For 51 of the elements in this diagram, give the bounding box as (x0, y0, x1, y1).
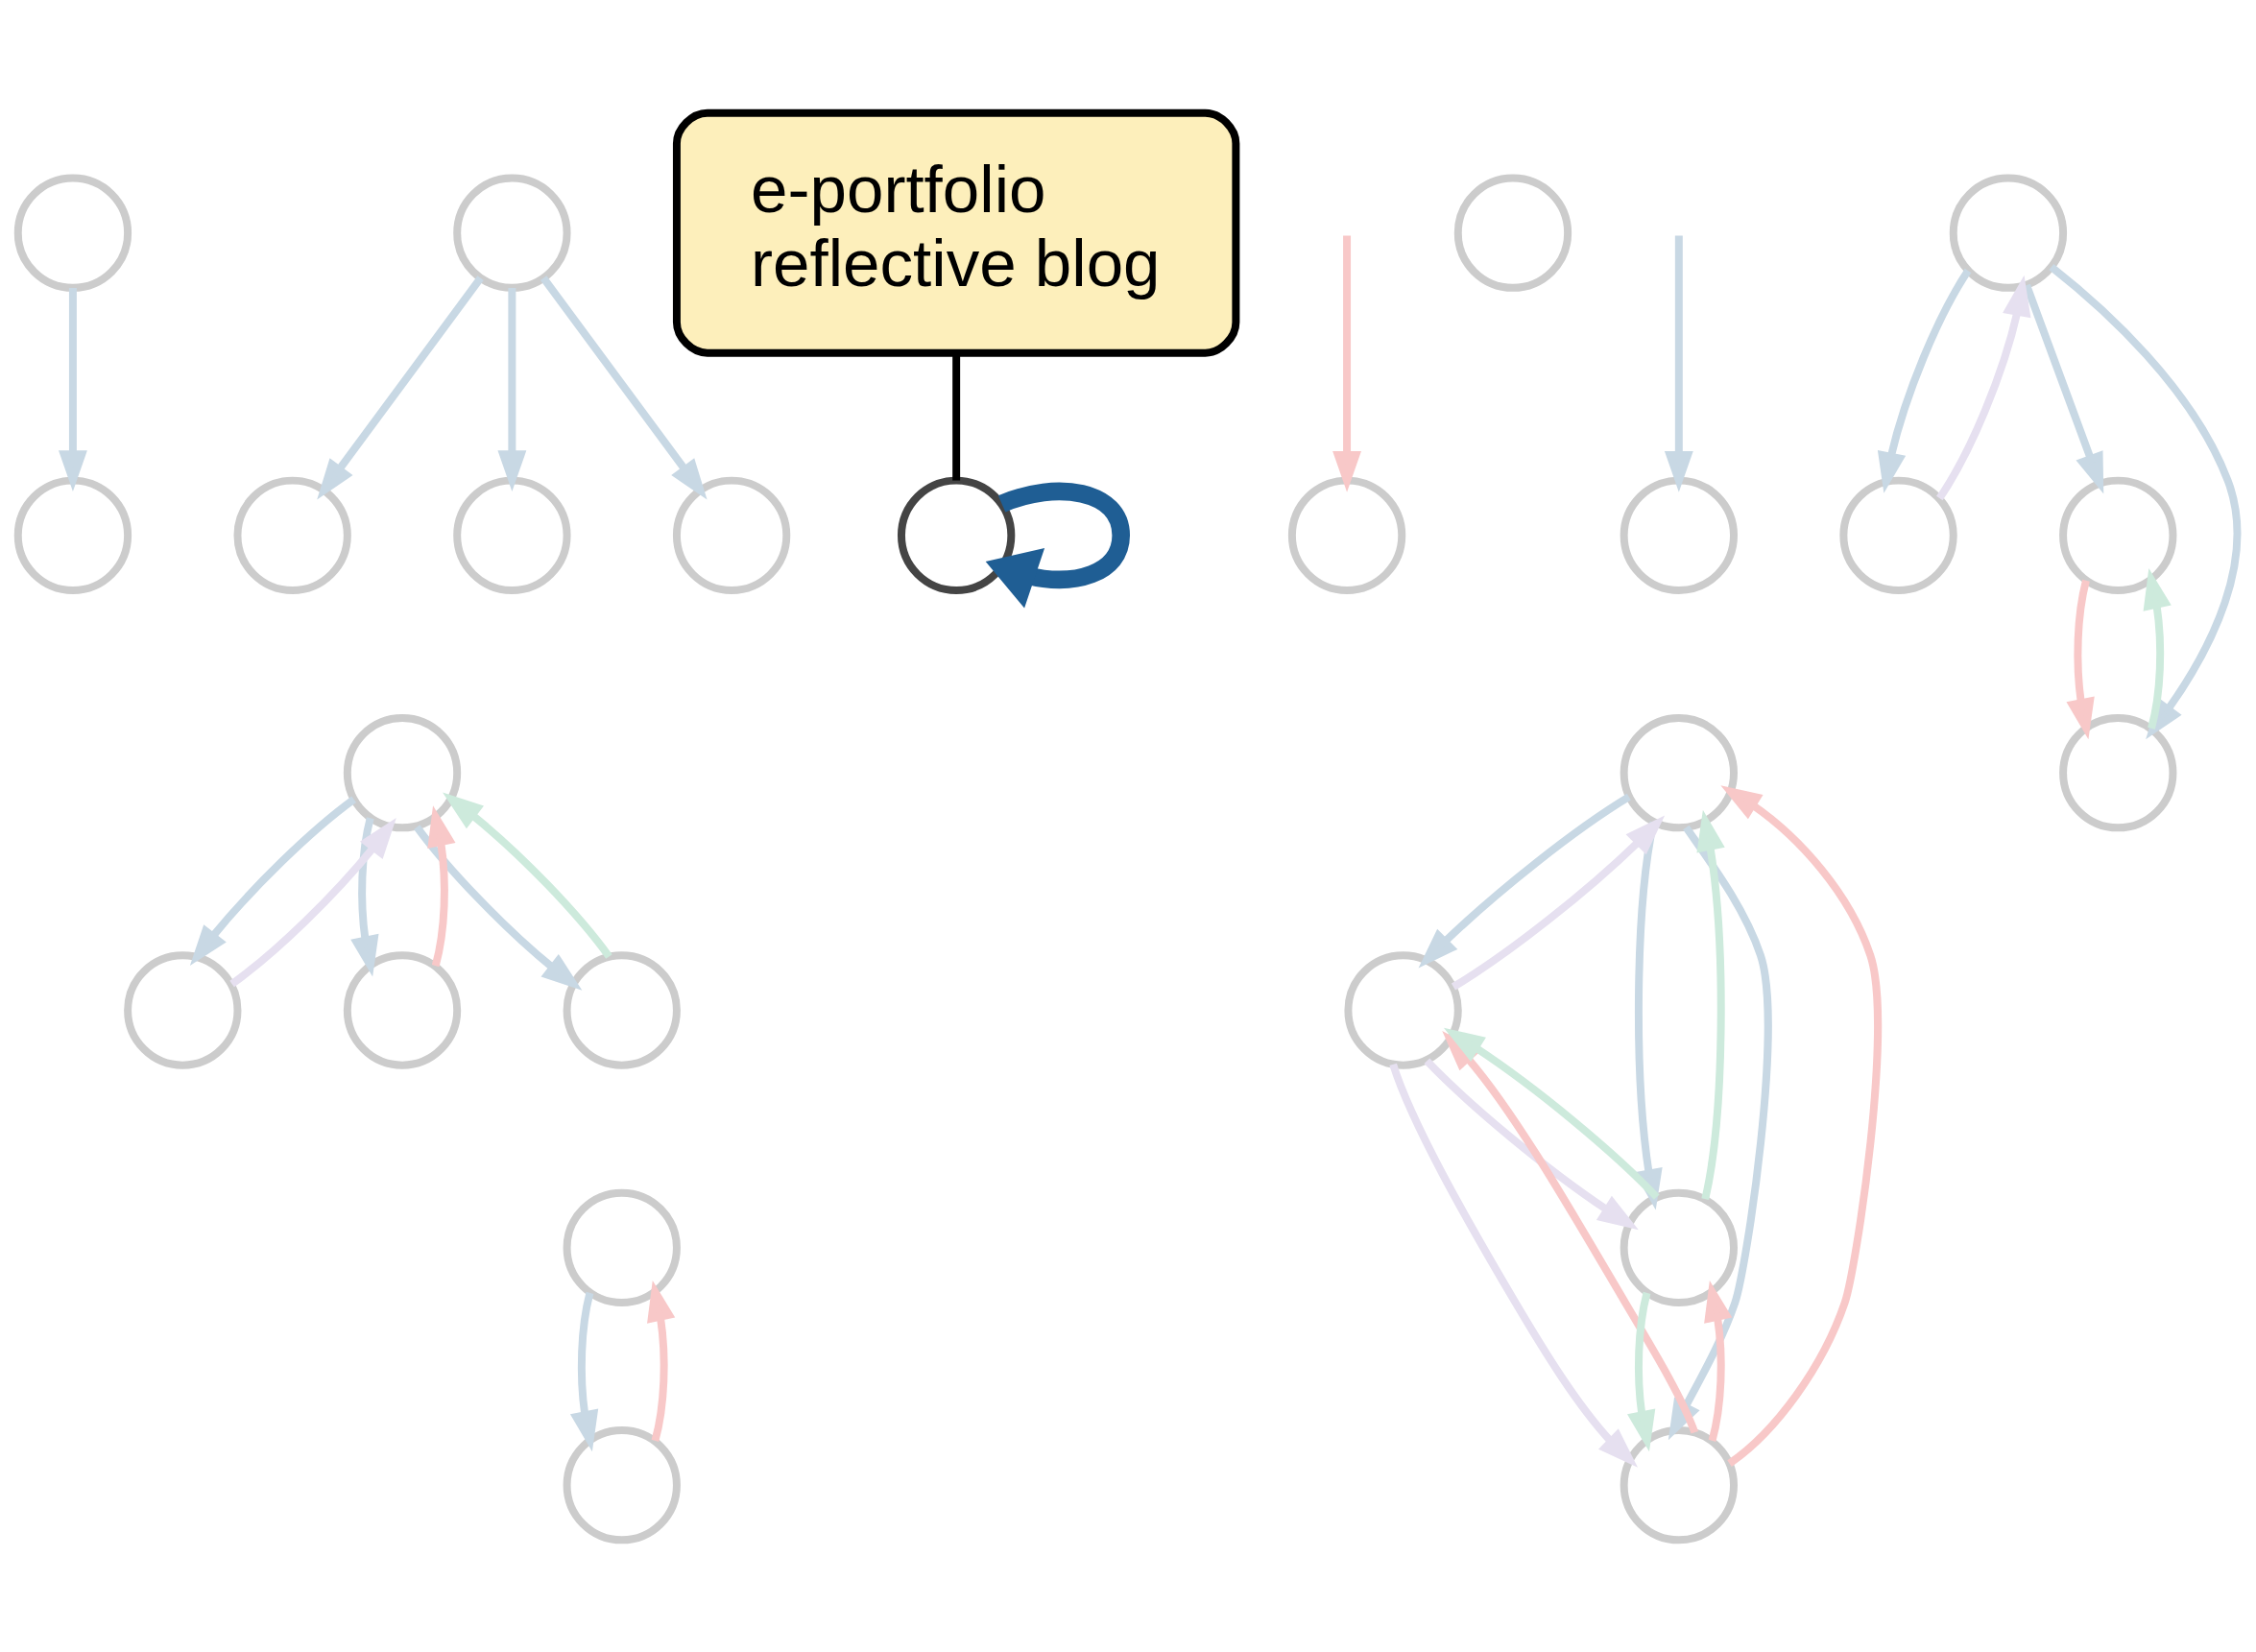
arrow (1418, 793, 1631, 969)
node-circle (563, 950, 681, 1069)
node-circle (1620, 1188, 1738, 1306)
node-circle (1839, 476, 1957, 594)
node-circle (343, 713, 462, 831)
arrow (1451, 814, 1666, 990)
arrow (59, 287, 87, 491)
arrow (317, 275, 484, 500)
arrow (350, 816, 379, 977)
arrow (569, 1291, 599, 1451)
arrow (647, 1280, 676, 1442)
arrow (1424, 1058, 1639, 1230)
arrow (540, 275, 708, 500)
arrow (2143, 567, 2172, 730)
node-circle (1620, 1425, 1738, 1544)
node-circle (672, 476, 791, 594)
node-circle (1344, 950, 1462, 1069)
arrow (2023, 283, 2104, 493)
arrow (229, 817, 396, 987)
node-circle (1620, 476, 1738, 594)
arrow (1627, 1291, 1656, 1451)
arrow (1720, 784, 1882, 1467)
node-circle (1620, 713, 1738, 831)
arrow (985, 482, 1130, 608)
arrow (497, 287, 527, 491)
arrow (414, 824, 583, 991)
node-circle (898, 476, 1016, 594)
arrow (1389, 1063, 1638, 1468)
node-circle (563, 1425, 681, 1544)
node-circle (1453, 173, 1572, 292)
arrow (427, 804, 456, 967)
node-circle (2059, 713, 2177, 831)
node-circle (453, 476, 571, 594)
node-circle (343, 950, 462, 1069)
arrow (2066, 579, 2095, 739)
arrow (189, 796, 357, 966)
node-circle (233, 476, 351, 594)
arrow (1704, 1280, 1733, 1442)
node-circle (2059, 476, 2177, 594)
node-circle (563, 1188, 681, 1306)
arrow (1935, 275, 2031, 500)
arrow (443, 792, 612, 959)
arrow (1877, 268, 1972, 493)
node-circle (13, 173, 132, 292)
node-circle (124, 950, 242, 1069)
node-circle (13, 476, 132, 594)
arrow (1696, 809, 1725, 1200)
node-box: e-portfolio reflective blog (672, 108, 1240, 357)
node-circle (1287, 476, 1406, 594)
node-circle (453, 173, 571, 292)
node-circle (1949, 173, 2068, 292)
